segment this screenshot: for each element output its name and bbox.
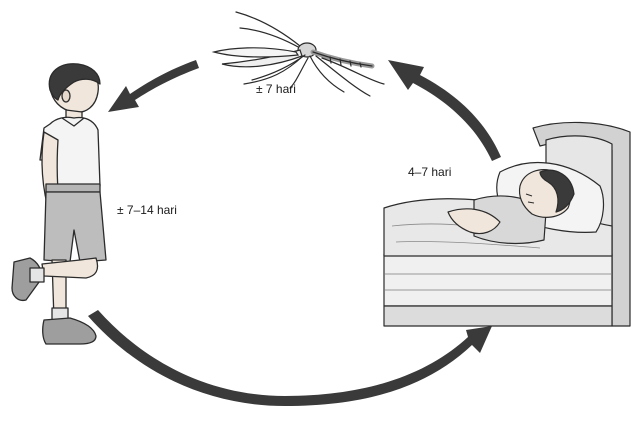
arrow-sick-to-mosquito [388, 60, 501, 161]
sick-person-in-bed-illustration [384, 122, 630, 326]
arrow-mosquito-to-child [108, 60, 199, 112]
label-sick-duration: 4–7 hari [408, 165, 451, 179]
boy-standing-illustration [12, 64, 106, 344]
label-child-incubation: ± 7–14 hari [117, 203, 177, 217]
mosquito-illustration [214, 12, 384, 96]
label-mosquito-incubation: ± 7 hari [256, 82, 296, 96]
